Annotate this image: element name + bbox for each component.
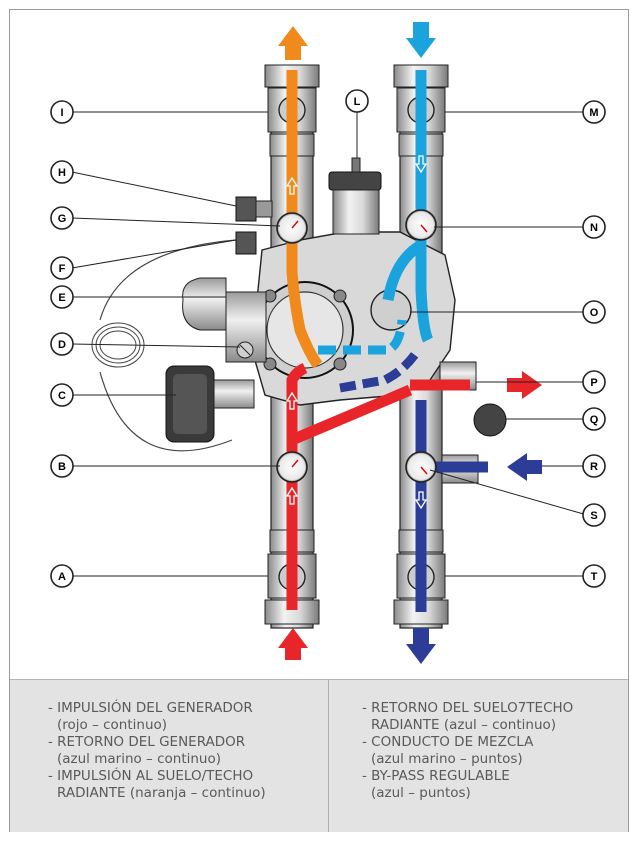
- callouts: I H G F E D C B A L M N O P Q R S T: [50, 89, 606, 588]
- inline-arrows: [285, 155, 428, 510]
- svg-text:S: S: [590, 510, 597, 522]
- callout-F: F: [50, 256, 74, 280]
- callout-R: R: [582, 454, 606, 478]
- callout-C: C: [50, 383, 74, 407]
- callout-S: S: [582, 503, 606, 527]
- callout-H: H: [50, 160, 74, 184]
- legend-panel: - IMPULSIÓN DEL GENERADOR(rojo – continu…: [10, 679, 628, 832]
- svg-text:T: T: [591, 571, 598, 583]
- red-up-arrow: [278, 628, 308, 660]
- orange-up-arrow: [278, 26, 308, 60]
- callout-P: P: [582, 370, 606, 394]
- svg-text:D: D: [58, 339, 66, 351]
- callout-Q: Q: [582, 407, 606, 431]
- svg-text:P: P: [590, 377, 597, 389]
- callout-D: D: [50, 332, 74, 356]
- gauges: [276, 209, 437, 483]
- navy-left-arrow: [507, 453, 542, 481]
- callout-O: O: [582, 300, 606, 324]
- svg-text:I: I: [60, 107, 63, 119]
- svg-text:H: H: [58, 167, 66, 179]
- svg-text:O: O: [590, 307, 599, 319]
- callout-L: L: [345, 89, 369, 113]
- svg-text:N: N: [590, 222, 598, 234]
- svg-text:G: G: [58, 213, 67, 225]
- svg-text:C: C: [58, 390, 66, 402]
- svg-text:M: M: [589, 107, 598, 119]
- legend-item-bypass: - BY-PASS REGULABLE(azul – puntos): [362, 768, 510, 801]
- callout-E: E: [50, 285, 74, 309]
- lightblue-down-arrow: [406, 22, 436, 58]
- callout-G: G: [50, 206, 74, 230]
- callout-M: M: [582, 100, 606, 124]
- callout-I: I: [50, 100, 74, 124]
- callout-A: A: [50, 564, 74, 588]
- red-right-arrow: [507, 371, 542, 399]
- svg-text:B: B: [58, 461, 66, 473]
- legend-left-column: - IMPULSIÓN DEL GENERADOR(rojo – continu…: [48, 700, 266, 802]
- legend-divider: [328, 680, 329, 832]
- callout-B: B: [50, 454, 74, 478]
- navy-down-arrow: [406, 628, 436, 664]
- legend-item-impulsion-generador: - IMPULSIÓN DEL GENERADOR(rojo – continu…: [48, 700, 253, 733]
- svg-text:L: L: [354, 96, 361, 108]
- svg-text:E: E: [58, 292, 65, 304]
- legend-item-conducto-mezcla: - CONDUCTO DE MEZCLA(azul marino – punto…: [362, 734, 534, 767]
- flow-lines: [286, 70, 488, 612]
- svg-text:F: F: [59, 263, 66, 275]
- svg-text:A: A: [58, 571, 66, 583]
- callout-N: N: [582, 215, 606, 239]
- legend-item-retorno-generador: - RETORNO DEL GENERADOR(azul marino – co…: [48, 734, 246, 767]
- svg-text:Q: Q: [590, 414, 599, 426]
- svg-text:R: R: [590, 461, 598, 473]
- direction-arrows: [278, 22, 542, 664]
- leader-lines: [71, 111, 588, 577]
- callout-T: T: [582, 564, 606, 588]
